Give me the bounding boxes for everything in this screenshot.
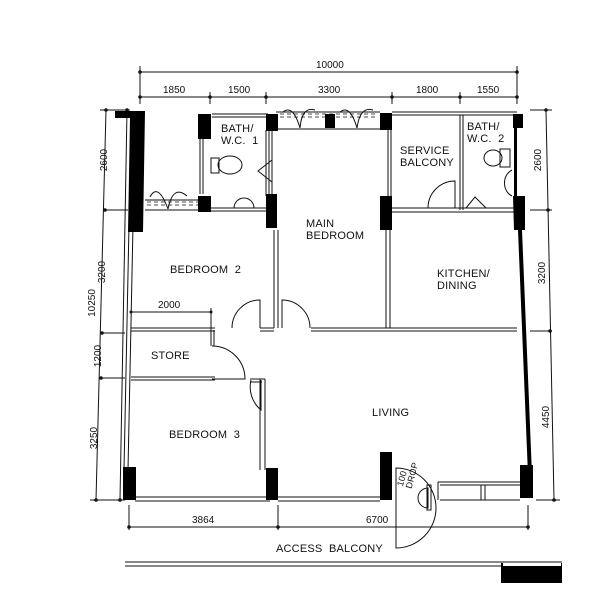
dim-bottom-1: 3864 (192, 515, 215, 526)
dim-top-1: 1850 (163, 85, 186, 96)
dim-left-3: 1200 (93, 344, 105, 368)
dim-top-4: 1800 (416, 85, 439, 96)
room-label-main-bedroom: MAIN BEDROOM (306, 218, 365, 242)
dim-top-2: 1500 (228, 85, 251, 96)
dim-store-width: 2000 (158, 300, 181, 311)
dim-right-2: 3200 (537, 261, 549, 285)
dim-right-3: 4450 (541, 405, 553, 429)
room-label-access-balcony: ACCESS BALCONY (276, 543, 383, 555)
room-label-service-balcony: SERVICE BALCONY (400, 145, 454, 169)
dim-left-2: 3200 (97, 260, 109, 284)
dim-top-total: 10000 (316, 60, 344, 71)
room-label-bath-wc-1: BATH/ W.C. 1 (221, 123, 259, 147)
dim-right-1: 2600 (533, 148, 545, 172)
room-label-store: STORE (151, 350, 190, 362)
room-label-bedroom-3: BEDROOM 3 (169, 429, 241, 441)
room-label-bedroom-2: BEDROOM 2 (170, 264, 242, 276)
room-label-living: LIVING (372, 407, 410, 419)
dim-top-5: 1550 (477, 85, 500, 96)
dim-bottom-2: 6700 (366, 515, 389, 526)
dim-top-3: 3300 (318, 85, 341, 96)
room-label-bath-wc-2: BATH/ W.C. 2 (467, 121, 505, 145)
dim-left-total: 10250 (86, 289, 98, 317)
dim-left-1: 2600 (99, 148, 111, 172)
dim-left-4: 3250 (89, 426, 101, 450)
room-label-kitchen-dining: KITCHEN/ DINING (437, 268, 490, 292)
